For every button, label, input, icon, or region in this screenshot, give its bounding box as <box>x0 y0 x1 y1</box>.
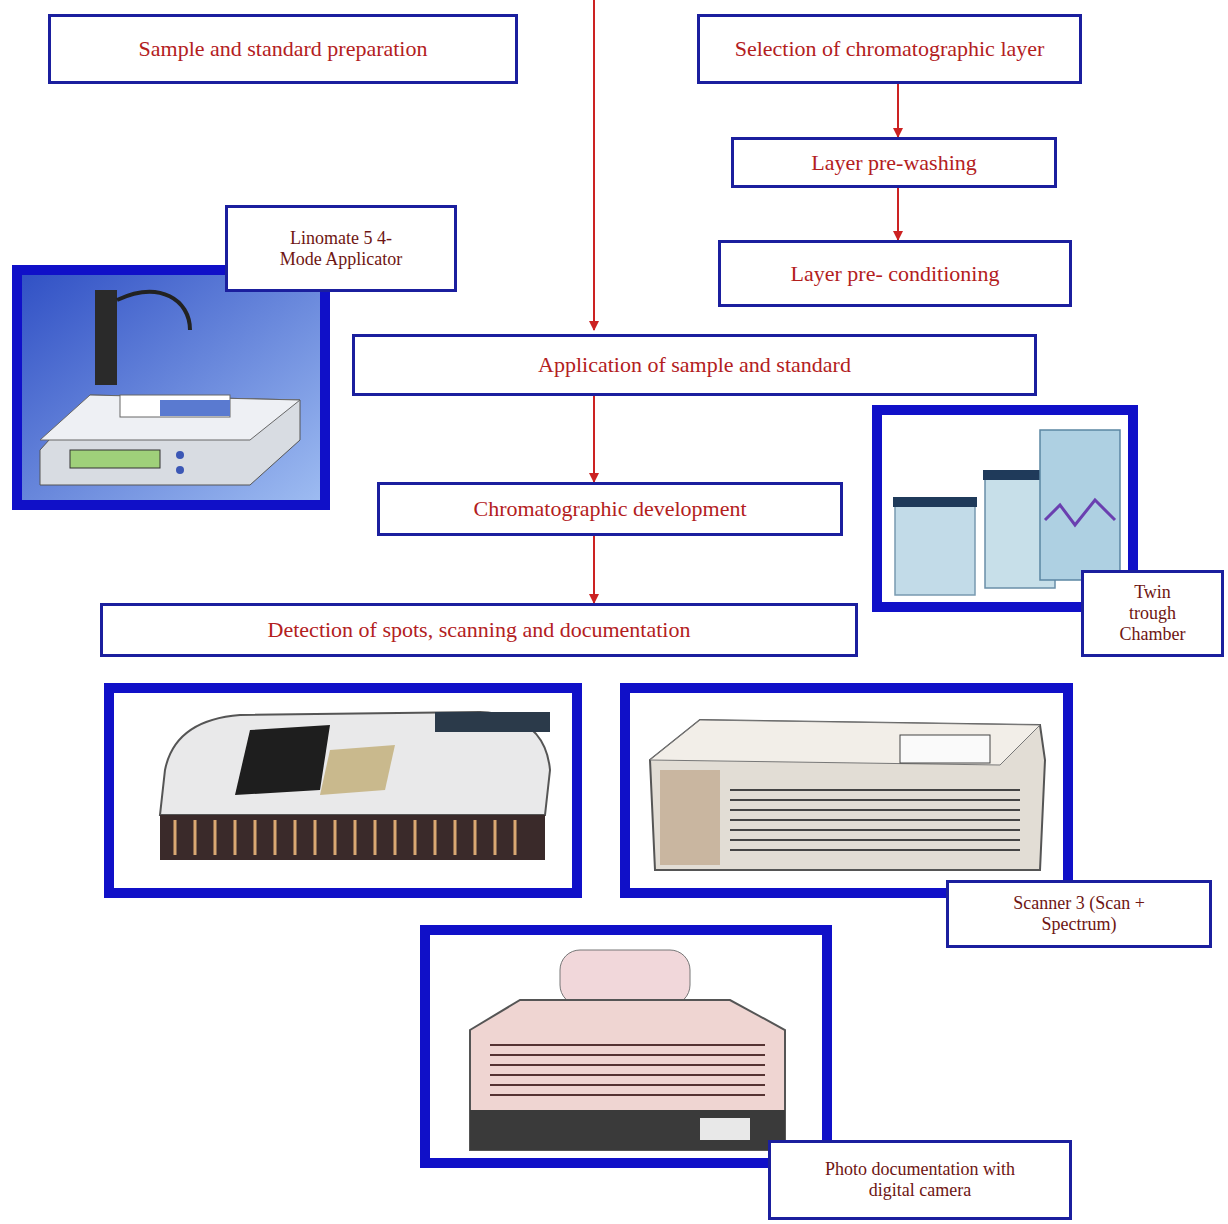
device-label: Twin trough Chamber <box>1081 570 1224 657</box>
node-text: Scanner 3 (Scan + Spectrum) <box>979 893 1179 934</box>
flow-arrow <box>593 536 595 603</box>
process-box: Layer pre- conditioning <box>718 240 1072 307</box>
node-text: Linomate 5 4-Mode Applicator <box>276 228 406 269</box>
node-text: Twin trough Chamber <box>1113 582 1193 644</box>
node-text: Selection of chromatographic layer <box>735 36 1045 61</box>
applicator-photo <box>17 270 325 505</box>
process-box: Sample and standard preparation <box>48 14 518 84</box>
device-label: Scanner 3 (Scan + Spectrum) <box>946 880 1212 948</box>
node-text: Photo documentation with digital camera <box>820 1159 1020 1200</box>
node-text: Sample and standard preparation <box>139 36 428 61</box>
device-label: Photo documentation with digital camera <box>768 1140 1072 1220</box>
device-label: Linomate 5 4-Mode Applicator <box>225 205 457 292</box>
flow-arrow <box>897 188 899 240</box>
flow-line <box>593 0 595 330</box>
scanner-photo <box>625 688 1068 893</box>
node-text: Chromatographic development <box>473 496 746 521</box>
process-box: Layer pre-washing <box>731 137 1057 188</box>
flow-arrow <box>593 396 595 482</box>
camera-cabinet-photo <box>425 930 827 1163</box>
node-text: Application of sample and standard <box>538 352 851 377</box>
process-box: Chromatographic development <box>377 482 843 536</box>
node-text: Layer pre-washing <box>811 150 977 175</box>
node-text: Detection of spots, scanning and documen… <box>268 617 691 642</box>
visualizer-photo <box>109 688 577 893</box>
node-text: Layer pre- conditioning <box>791 261 1000 286</box>
flow-arrow <box>897 84 899 137</box>
process-box: Detection of spots, scanning and documen… <box>100 603 858 657</box>
process-box: Application of sample and standard <box>352 334 1037 396</box>
process-box: Selection of chromatographic layer <box>697 14 1082 84</box>
